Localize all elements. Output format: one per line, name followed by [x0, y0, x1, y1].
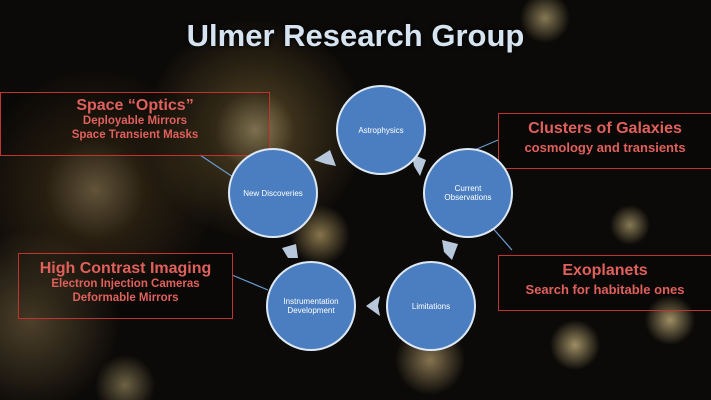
cycle-node-new-discoveries: New Discoveries [228, 148, 318, 238]
cycle-node-limitations: Limitations [386, 261, 476, 351]
box-line: cosmology and transients [524, 140, 686, 156]
cycle-node-current-observations: Current Observations [423, 148, 513, 238]
space-optics-box: Space “Optics” Deployable Mirrors Space … [0, 92, 270, 156]
box-heading: Clusters of Galaxies [528, 120, 682, 137]
box-heading: High Contrast Imaging [39, 260, 212, 277]
box-line: Deformable Mirrors [72, 291, 179, 304]
high-contrast-box: High Contrast Imaging Electron Injection… [18, 253, 233, 319]
exoplanets-box: Exoplanets Search for habitable ones [498, 255, 711, 311]
cycle-node-astrophysics: Astrophysics [336, 85, 426, 175]
connector-high-contrast [231, 274, 269, 291]
box-line: Deployable Mirrors [82, 115, 188, 128]
box-heading: Exoplanets [562, 262, 648, 279]
clusters-box: Clusters of Galaxies cosmology and trans… [498, 113, 711, 169]
cycle-node-instrumentation-development: Instrumentation Development [266, 261, 356, 351]
box-line: Search for habitable ones [525, 282, 685, 298]
box-heading: Space “Optics” [76, 97, 194, 114]
page-title: Ulmer Research Group [186, 18, 525, 53]
box-line: Space Transient Masks [71, 128, 199, 141]
box-line: Electron Injection Cameras [51, 278, 200, 291]
cycle-arrow-4 [366, 296, 380, 316]
cycle-arrow-1 [314, 150, 336, 166]
cycle-arrow-2 [412, 154, 426, 176]
cycle-arrow-5 [282, 244, 298, 258]
cycle-arrow-3 [442, 240, 458, 260]
